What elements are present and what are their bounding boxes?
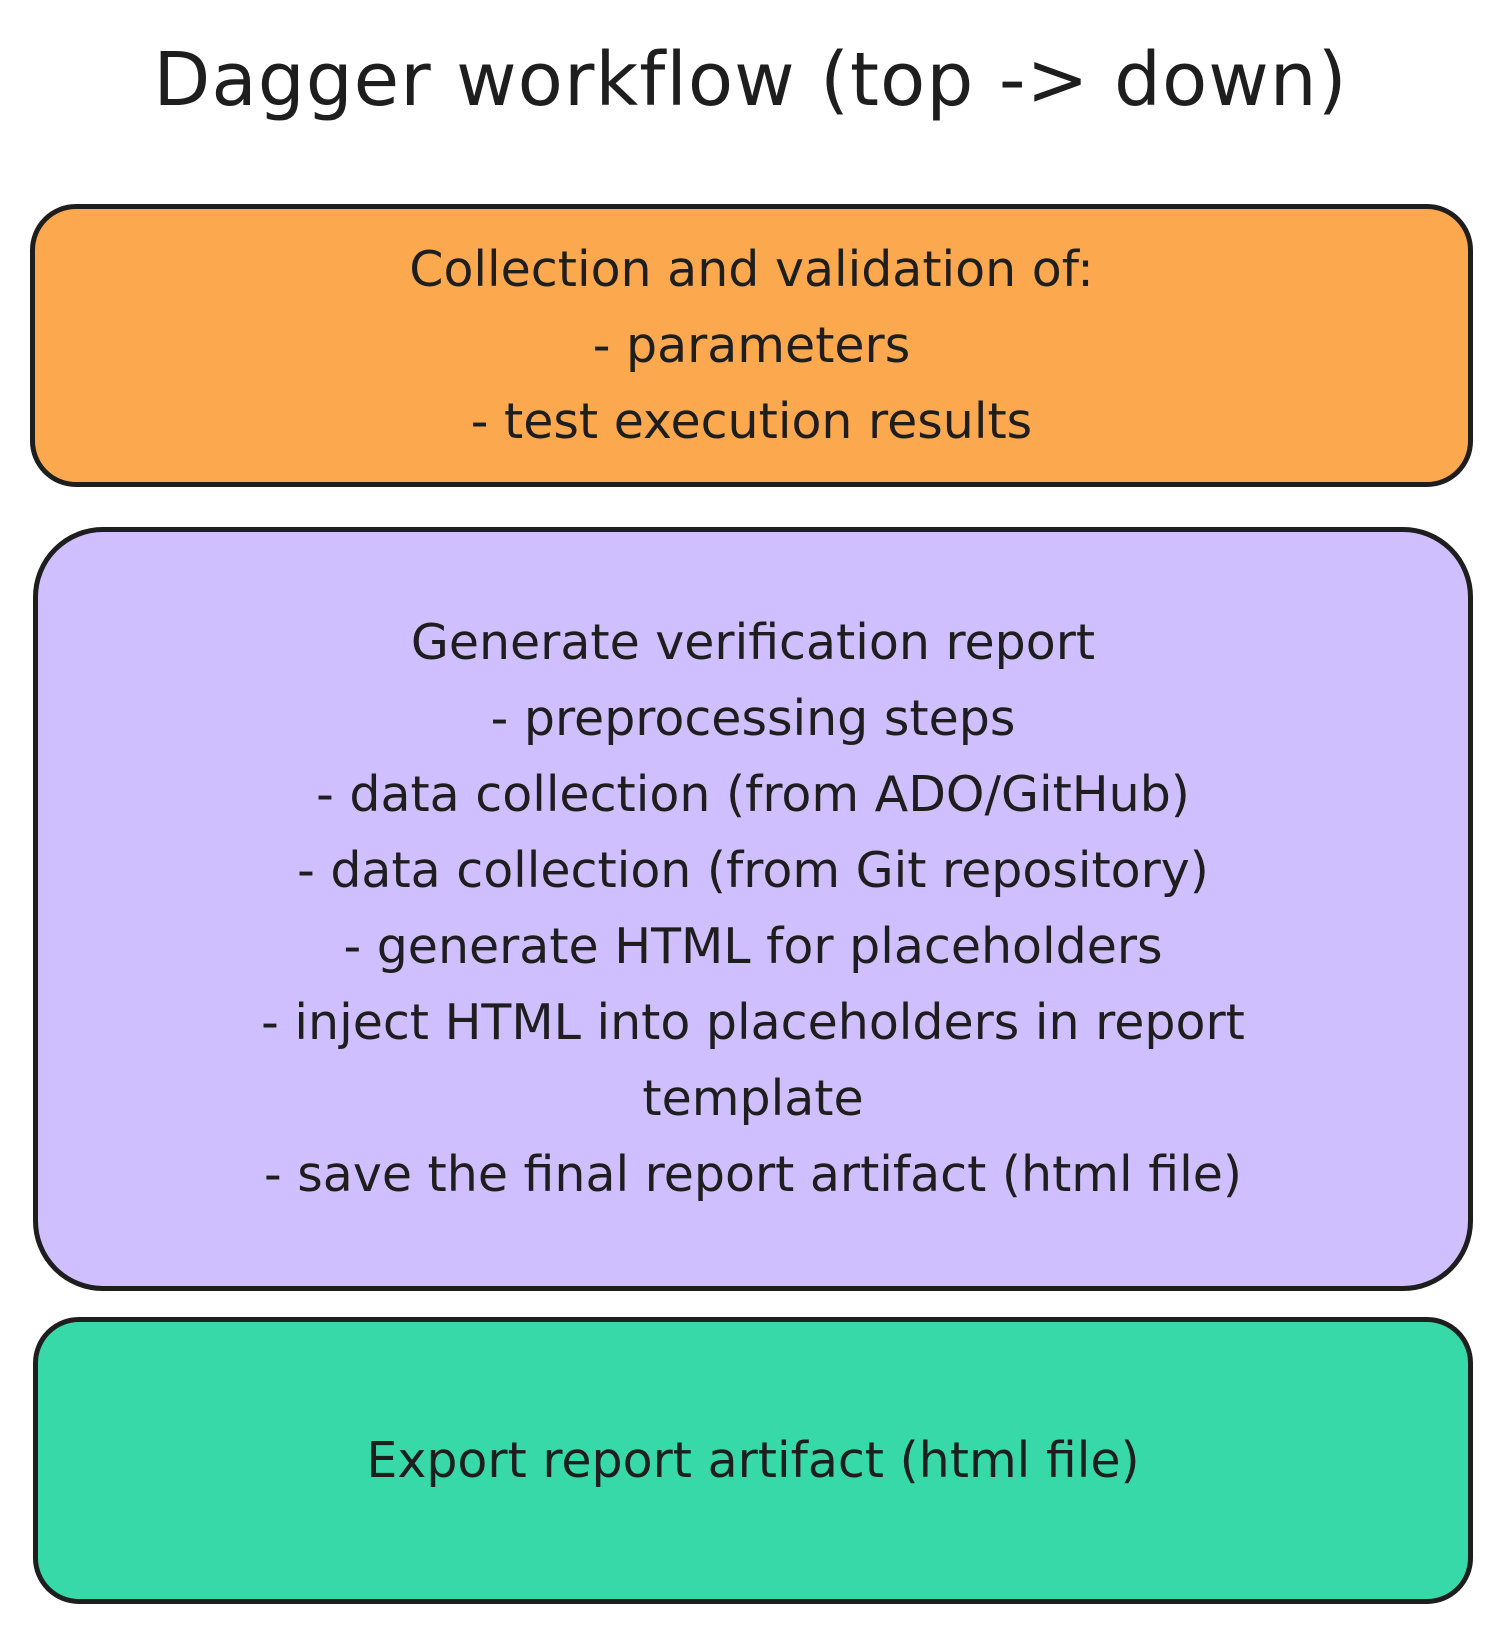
step-2-item-generate-html: - generate HTML for placeholders: [343, 918, 1163, 975]
step-2-item-data-collection-git: - data collection (from Git repository): [297, 842, 1209, 899]
step-1-item-parameters: - parameters: [592, 316, 911, 374]
step-export-artifact: Export report artifact (html file): [33, 1317, 1473, 1604]
step-1-heading: Collection and validation of:: [409, 240, 1094, 298]
step-2-item-save-artifact: - save the final report artifact (html f…: [264, 1146, 1242, 1203]
step-2-item-data-collection-ado: - data collection (from ADO/GitHub): [316, 766, 1190, 823]
step-2-item-inject-html-cont: template: [642, 1070, 864, 1127]
step-collection-validation: Collection and validation of: - paramete…: [30, 204, 1473, 487]
step-1-item-test-results: - test execution results: [470, 392, 1033, 450]
step-3-heading: Export report artifact (html file): [366, 1431, 1140, 1489]
step-2-item-inject-html: - inject HTML into placeholders in repor…: [261, 994, 1245, 1051]
step-2-item-preprocessing: - preprocessing steps: [490, 690, 1016, 747]
step-generate-report: Generate verification report - preproces…: [33, 527, 1473, 1291]
diagram-title: Dagger workflow (top -> down): [153, 37, 1348, 123]
step-2-heading: Generate verification report: [410, 614, 1096, 671]
